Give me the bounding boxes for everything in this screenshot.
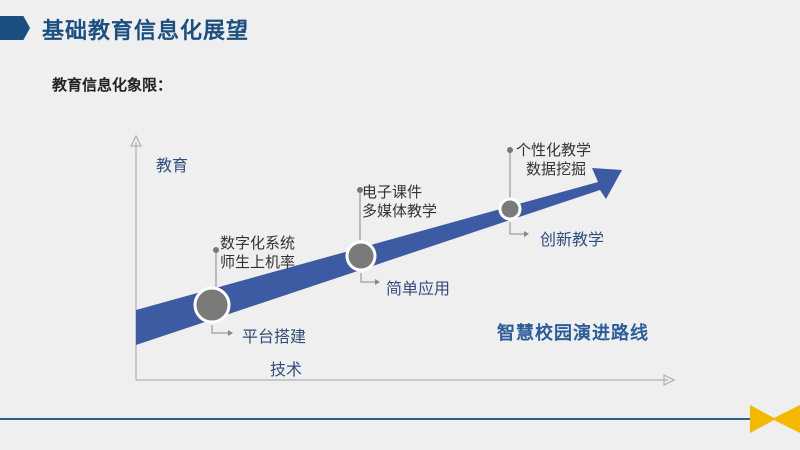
milestone-2-line-2: 多媒体教学 bbox=[362, 202, 438, 220]
milestone-2-connector bbox=[360, 273, 375, 283]
x-axis-arrowhead bbox=[663, 374, 676, 386]
title-accent-bar bbox=[0, 16, 30, 40]
footer-divider bbox=[0, 418, 800, 420]
milestone-1-line-1: 数字化系统 bbox=[220, 234, 296, 252]
route-title: 智慧校园演进路线 bbox=[497, 323, 649, 344]
section-subtitle: 教育信息化象限： bbox=[52, 76, 173, 94]
milestone-2-connector-tip bbox=[375, 279, 380, 285]
footer-triangle-left bbox=[750, 405, 776, 433]
milestone-3-node bbox=[498, 197, 522, 221]
milestone-3-connector-tip bbox=[524, 231, 529, 237]
milestone-2-node bbox=[345, 240, 377, 272]
milestone-3-description: 个性化教学 数据挖掘 bbox=[516, 141, 591, 179]
milestone-1-stage: 平台搭建 bbox=[242, 327, 307, 346]
milestone-1-dot bbox=[213, 247, 219, 253]
x-axis-label: 技术 bbox=[270, 360, 303, 379]
milestone-2-dot bbox=[357, 187, 363, 193]
milestone-2-stage: 简单应用 bbox=[386, 279, 451, 298]
milestone-2-description: 电子课件 多媒体教学 bbox=[362, 183, 437, 221]
milestone-1-node bbox=[193, 286, 231, 324]
milestone-1-description: 数字化系统 师生上机率 bbox=[220, 234, 295, 272]
milestone-1-connector-tip bbox=[228, 330, 233, 336]
milestone-1-connector bbox=[211, 325, 228, 334]
milestone-3-stage: 创新教学 bbox=[540, 230, 605, 249]
footer-triangle-right bbox=[772, 405, 800, 433]
milestone-3-line-2: 数据挖掘 bbox=[526, 160, 587, 178]
y-axis-label: 教育 bbox=[156, 156, 189, 175]
milestone-3-dot bbox=[507, 147, 513, 153]
milestone-1-line-2: 师生上机率 bbox=[220, 253, 296, 271]
milestone-2-line-1: 电子课件 bbox=[362, 183, 423, 201]
y-axis-arrowhead bbox=[130, 134, 142, 147]
milestone-3-connector bbox=[509, 222, 524, 235]
milestone-3-line-1: 个性化教学 bbox=[516, 141, 592, 159]
page-title: 基础教育信息化展望 bbox=[42, 19, 250, 44]
